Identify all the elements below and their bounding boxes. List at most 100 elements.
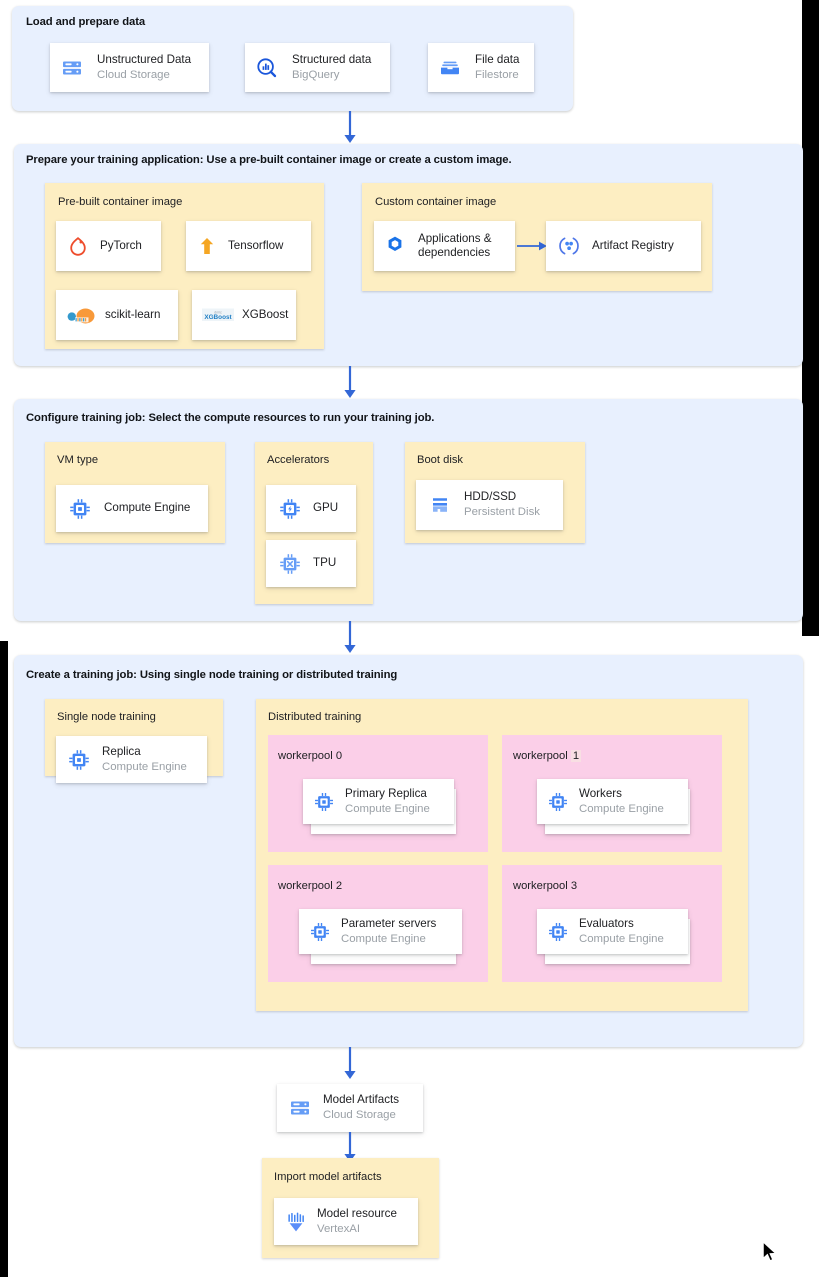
cloud-storage-icon: [60, 56, 84, 80]
group-title-vm-type: VM type: [57, 454, 99, 466]
card-title: Primary Replica: [345, 786, 427, 800]
filestore-icon: [438, 56, 462, 80]
left-edge-bar: [0, 641, 8, 1277]
card-workers[interactable]: Workers Compute Engine: [537, 779, 688, 824]
card-title: XGBoost: [242, 307, 289, 321]
arrow-connector-1: [344, 111, 356, 143]
card-subtitle: Compute Engine: [579, 932, 664, 945]
workerpool-2-label: workerpool 2: [278, 880, 342, 892]
workerpool-0-label: workerpool 0: [278, 750, 342, 762]
group-title-custom-container-image: Custom container image: [375, 196, 497, 208]
card-subtitle: Persistent Disk: [464, 506, 540, 519]
group-title-distributed-training: Distributed training: [268, 711, 362, 723]
card-file-data[interactable]: File data Filestore: [428, 43, 534, 92]
card-title: Workers: [579, 786, 622, 800]
card-title: Artifact Registry: [592, 238, 674, 252]
workerpool-1-label: workerpool 1: [513, 750, 582, 762]
pytorch-icon: [68, 235, 88, 257]
stage-title-configure-training-job: Configure training job: Select the compu…: [26, 412, 435, 424]
stage-title-prepare-training-application: Prepare your training application: Use a…: [26, 154, 512, 166]
card-title: PyTorch: [100, 238, 142, 252]
workerpool-3-label: workerpool 3: [513, 880, 577, 892]
arrow-connector-4: [344, 1047, 356, 1079]
card-subtitle: BigQuery: [292, 68, 340, 81]
card-pytorch[interactable]: PyTorch: [56, 221, 161, 271]
workerpool-1-label-highlight: 1: [570, 750, 582, 762]
xgboost-icon: dmlc XGBoost: [202, 305, 234, 325]
card-model-artifacts[interactable]: Model Artifacts Cloud Storage: [277, 1084, 423, 1132]
card-title: Applications & dependencies: [418, 231, 492, 259]
tpu-chip-icon: [278, 552, 302, 576]
card-title: scikit-learn: [105, 307, 161, 321]
card-subtitle: Compute Engine: [341, 932, 426, 945]
card-xgboost[interactable]: dmlc XGBoost XGBoost: [192, 290, 296, 340]
card-subtitle: Compute Engine: [345, 802, 430, 815]
card-hdd-ssd[interactable]: HDD/SSD Persistent Disk: [416, 480, 563, 530]
group-title-boot-disk: Boot disk: [417, 454, 464, 466]
card-tensorflow[interactable]: Tensorflow: [186, 221, 311, 271]
bigquery-icon: [255, 56, 279, 80]
card-primary-replica[interactable]: Primary Replica Compute Engine: [303, 779, 454, 824]
card-title: Compute Engine: [104, 501, 191, 515]
card-structured-data[interactable]: Structured data BigQuery: [245, 43, 390, 92]
card-title: File data: [475, 52, 520, 66]
group-title-single-node-training: Single node training: [57, 711, 156, 723]
card-title: Parameter servers: [341, 916, 437, 930]
group-title-accelerators: Accelerators: [267, 454, 330, 466]
cpu-chip-icon: [68, 497, 92, 521]
workerpool-1-label-text: workerpool: [513, 750, 571, 762]
stage-title-create-a-training-job: Create a training job: Using single node…: [26, 669, 398, 681]
arrow-connector-3: [344, 621, 356, 653]
card-title: Structured data: [292, 52, 372, 66]
cpu-chip-icon: [313, 791, 335, 813]
svg-text:dmlc: dmlc: [214, 311, 222, 315]
cpu-chip-icon: [547, 791, 569, 813]
vertex-ai-icon: [285, 1210, 307, 1234]
card-vm-compute-engine[interactable]: Compute Engine: [56, 485, 208, 532]
svg-text:XGBoost: XGBoost: [204, 314, 232, 321]
tensorflow-icon: [198, 235, 216, 257]
card-title: Evaluators: [579, 916, 634, 930]
card-subtitle: Compute Engine: [102, 760, 187, 773]
card-tpu[interactable]: TPU: [266, 540, 356, 587]
persistent-disk-icon: [428, 493, 452, 517]
gpu-chip-icon: [278, 497, 302, 521]
card-title: Model resource: [317, 1206, 397, 1220]
card-subtitle: Cloud Storage: [323, 1109, 396, 1122]
card-replica[interactable]: Replica Compute Engine: [56, 736, 207, 783]
card-artifact-registry[interactable]: Artifact Registry: [546, 221, 701, 271]
cpu-chip-icon: [67, 748, 91, 772]
workerpool-2-label-text: workerpool 2: [278, 880, 343, 892]
card-subtitle: Compute Engine: [579, 802, 664, 815]
group-title-import-model-artifacts: Import model artifacts: [274, 1171, 382, 1183]
group-title-pre-built-container-image: Pre-built container image: [58, 196, 183, 208]
card-subtitle: Cloud Storage: [97, 68, 170, 81]
card-title: Unstructured Data: [97, 52, 192, 66]
card-parameter-servers[interactable]: Parameter servers Compute Engine: [299, 909, 462, 954]
card-title: HDD/SSD: [464, 490, 517, 504]
cloud-storage-icon: [288, 1096, 312, 1120]
card-subtitle: Filestore: [475, 68, 519, 81]
card-unstructured-data[interactable]: Unstructured Data Cloud Storage: [50, 43, 209, 92]
card-model-resource[interactable]: Model resource VertexAI: [274, 1198, 418, 1245]
workerpool-0-label-text: workerpool 0: [278, 750, 343, 762]
card-evaluators[interactable]: Evaluators Compute Engine: [537, 909, 688, 954]
workerpool-3-label-text: workerpool 3: [513, 880, 578, 892]
scikit-learn-icon: [66, 305, 96, 325]
mouse-cursor: [762, 1241, 777, 1262]
stage-title-load-and-prepare-data: Load and prepare data: [26, 16, 146, 28]
card-subtitle: VertexAI: [317, 1222, 361, 1235]
artifact-registry-icon: [557, 234, 581, 258]
card-gpu[interactable]: GPU: [266, 485, 356, 532]
card-title: GPU: [313, 501, 339, 515]
cpu-chip-icon: [547, 921, 569, 943]
container-package-icon: [383, 234, 407, 258]
cpu-chip-icon: [309, 921, 331, 943]
card-scikit-learn[interactable]: scikit-learn: [56, 290, 178, 340]
arrow-connector-custom-image: [517, 241, 547, 251]
card-title: Tensorflow: [228, 238, 284, 252]
card-title: Model Artifacts: [323, 1093, 400, 1107]
card-applications-and-dependencies[interactable]: Applications & dependencies: [374, 221, 515, 271]
card-title: TPU: [313, 556, 337, 570]
